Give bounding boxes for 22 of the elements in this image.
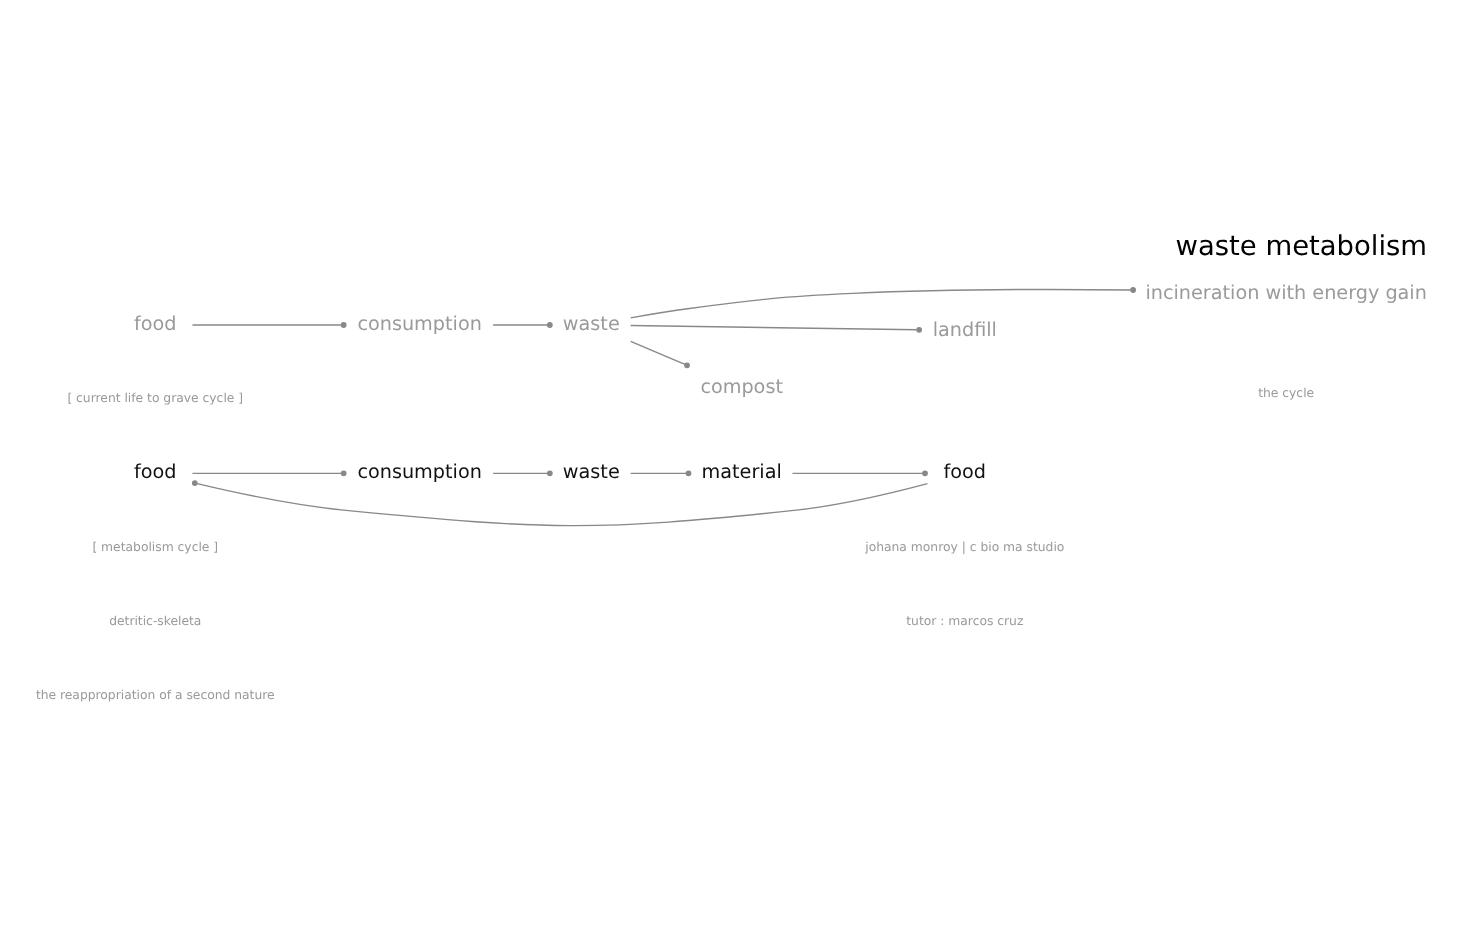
connector	[191, 479, 929, 526]
node-text: material	[701, 461, 782, 484]
node-text: landfill	[932, 318, 997, 341]
connector	[492, 469, 553, 476]
connector	[629, 323, 922, 332]
connector	[630, 286, 1136, 318]
node-text: food	[134, 461, 177, 484]
node-text: waste	[562, 313, 620, 336]
node-text: waste	[562, 461, 620, 484]
node-text: compost	[700, 376, 783, 399]
node-text: consumption	[357, 313, 482, 336]
connector	[791, 469, 928, 476]
connector	[630, 469, 692, 476]
node-text: consumption	[357, 461, 482, 484]
node-text: incineration with energy gain	[1145, 281, 1427, 304]
node-text: food	[134, 313, 177, 336]
connector	[191, 321, 347, 327]
node-text: food	[943, 461, 987, 484]
connector	[191, 469, 347, 476]
connector	[492, 321, 553, 327]
connector	[630, 339, 690, 368]
diagram-title: waste metabolism	[1175, 229, 1428, 262]
